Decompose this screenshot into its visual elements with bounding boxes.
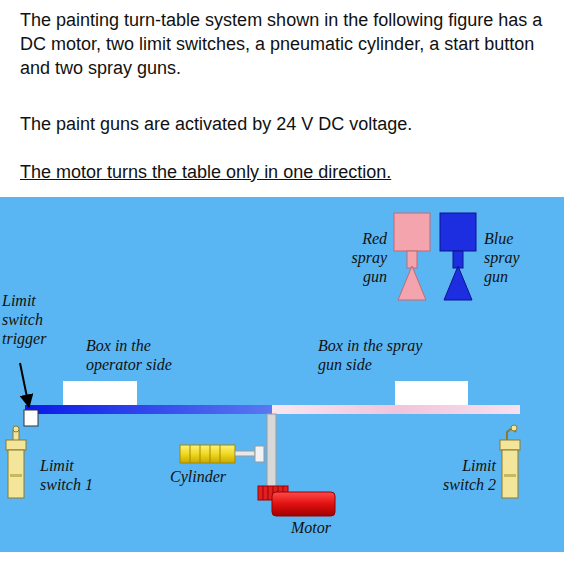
direction-note: The motor turns the table only in one di… — [20, 160, 545, 184]
intro-paragraph: The painting turn-table system shown in … — [20, 8, 545, 80]
part-label: Red spray gun — [333, 229, 387, 286]
operator-box — [63, 381, 137, 405]
spray-box — [395, 381, 468, 405]
limit-switch-2 — [500, 425, 520, 498]
part-label: Limit switch trigger — [2, 291, 66, 348]
part-label: Box in the operator side — [86, 336, 200, 374]
part-label: Cylinder — [170, 467, 242, 486]
turntable-shaft — [267, 414, 276, 490]
figure-panel — [0, 197, 564, 552]
blue-spray-gun — [440, 213, 476, 300]
voltage-note: The paint guns are activated by 24 V DC … — [20, 112, 545, 136]
part-label: Limit switch 2 — [430, 456, 496, 494]
part-label: Limit switch 1 — [40, 456, 106, 494]
part-label: Box in the spray gun side — [318, 336, 446, 374]
red-spray-gun — [394, 213, 430, 300]
part-label: Blue spray gun — [484, 229, 540, 286]
pneumatic-cylinder — [180, 445, 264, 463]
table-right-half — [272, 405, 520, 414]
limit-switch-trigger — [24, 410, 38, 426]
leader-arrow — [20, 363, 29, 407]
limit-switch-1 — [6, 426, 26, 498]
part-label: Motor — [291, 518, 351, 537]
table-left-half — [25, 405, 272, 414]
dc-motor — [258, 486, 335, 516]
